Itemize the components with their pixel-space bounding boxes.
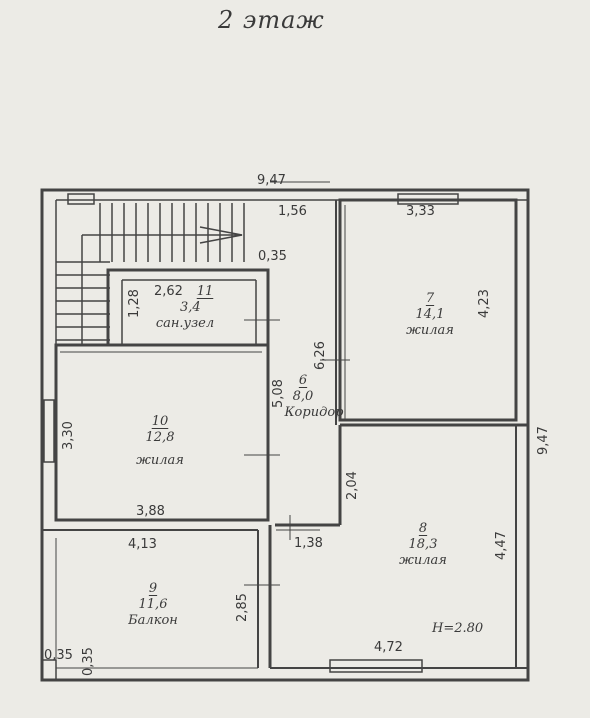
dim-room7-height: 4,23 xyxy=(477,289,492,318)
window xyxy=(329,659,423,673)
ceiling-height: H=2.80 xyxy=(432,621,484,636)
dim-room8-wall: 2,04 xyxy=(345,471,360,500)
dim-corridor-length: 6,26 xyxy=(313,341,328,370)
stair-arrow-icon xyxy=(81,226,243,345)
room-area: 11,6 xyxy=(138,597,168,612)
dim-room10-height: 3,30 xyxy=(61,421,76,450)
dim-room10-width: 3,88 xyxy=(136,504,165,519)
dim-total-width: 9,47 xyxy=(257,173,286,188)
room-name: сан.узел xyxy=(155,316,215,331)
room-number: 9 xyxy=(148,581,158,596)
room-7-label: 7 14,1 жилая xyxy=(385,292,475,340)
dim-balcony-width: 4,13 xyxy=(128,537,157,552)
room-name: Коридор xyxy=(284,405,344,420)
room-7-walls xyxy=(338,198,518,422)
dimension-ticks xyxy=(244,181,350,586)
window xyxy=(67,193,95,205)
window xyxy=(43,399,55,463)
room-area: 14,1 xyxy=(415,307,445,322)
room-10-label: 10 12,8 жилая xyxy=(115,415,205,470)
room-10-walls xyxy=(54,343,270,522)
dim-bath-width: 2,62 xyxy=(154,284,183,299)
dim-room8-width: 4,72 xyxy=(374,640,403,655)
room-name: жилая xyxy=(399,553,447,568)
dim-stair-gap: 0,35 xyxy=(258,249,287,264)
room-9-label: 9 11,6 Балкон xyxy=(108,582,198,630)
room-name: Балкон xyxy=(128,613,178,628)
outer-wall xyxy=(40,188,530,682)
room-number: 11 xyxy=(196,284,214,299)
dim-room7-width: 3,33 xyxy=(406,204,435,219)
floor-title: 2 этаж xyxy=(218,6,325,34)
staircase xyxy=(56,203,245,341)
room-area: 8,0 xyxy=(292,389,314,404)
room-6-label: 6 8,0 Коридор xyxy=(258,374,348,422)
dim-stair-width: 1,56 xyxy=(278,204,307,219)
room-area: 18,3 xyxy=(408,537,438,552)
dim-total-height: 9,47 xyxy=(536,426,551,455)
dim-balcony-height: 2,85 xyxy=(235,593,250,622)
dim-room8-height: 4,47 xyxy=(494,531,509,560)
room-number: 10 xyxy=(151,414,169,429)
room-number: 8 xyxy=(418,521,428,536)
room-number: 7 xyxy=(425,291,435,306)
dim-corner-a: 0,35 xyxy=(44,648,73,663)
room-name: жилая xyxy=(406,323,454,338)
room-name: жилая xyxy=(136,453,184,468)
room-area: 12,8 xyxy=(145,430,175,445)
room-11-label: 11 3,4 сан.узел xyxy=(140,285,230,333)
room-8-label: 8 18,3 жилая xyxy=(378,522,468,570)
room-area: 3,4 xyxy=(180,300,201,315)
dim-corner-b: 0,35 xyxy=(81,647,96,676)
dim-corridor-width: 1,38 xyxy=(294,536,323,551)
window xyxy=(397,193,459,205)
room-number: 6 xyxy=(298,373,308,388)
